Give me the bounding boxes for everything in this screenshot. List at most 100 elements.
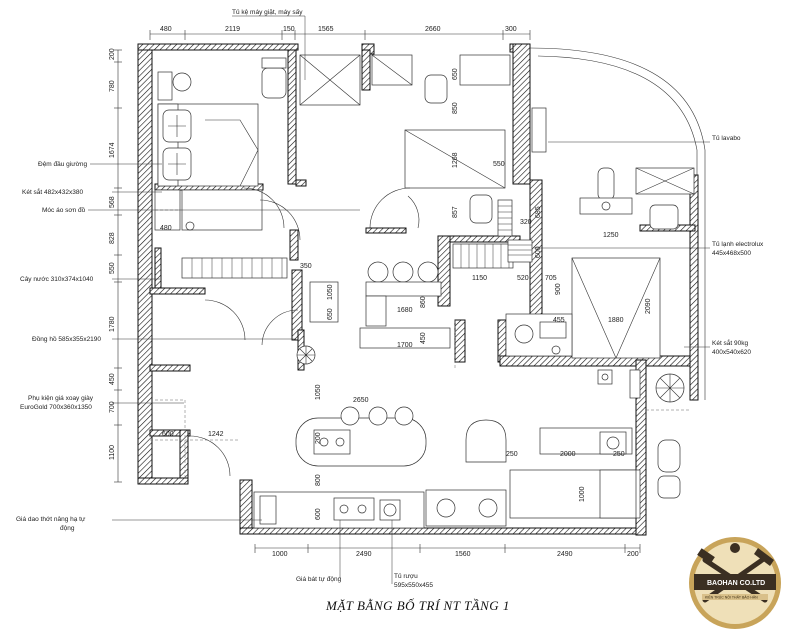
dim-650-a: 650 (452, 68, 459, 80)
dim-1150: 1150 (472, 275, 487, 282)
dim-860: 860 (420, 296, 427, 308)
label-water-dispenser: Cây nước 310x374x1040 (20, 276, 94, 283)
label-lavabo-cabinet: Tủ lavabo (712, 134, 741, 142)
label-coat-hook: Móc áo sơn đồ (42, 205, 86, 214)
armchair (465, 419, 507, 463)
dim-850: 850 (452, 102, 459, 114)
label-fridge-size: 445x468x500 (712, 250, 751, 257)
dim-685: 685 (535, 206, 542, 218)
company-logo: BAOHAN CO.LTD KIẾN TRÚC NỘI THẤT BẢO HÂN (689, 537, 781, 629)
label-shoe-rack-model: EuroGold 700x360x1350 (20, 404, 92, 411)
dim-left-5: 828 (109, 232, 116, 244)
study-area (505, 257, 685, 403)
label-dish-rack: Giá bát tự động (296, 576, 342, 583)
label-washer-cabinet: Tủ kệ máy giặt, máy sấy (232, 7, 303, 16)
dim-bottom-1: 1000 (272, 551, 288, 558)
dim-1268: 1268 (452, 152, 459, 168)
bedroom (154, 57, 287, 231)
island-stool-1 (340, 406, 360, 426)
dim-left-4: 568 (109, 196, 116, 208)
dim-top-1: 480 (160, 26, 172, 33)
curved-balcony-wall (529, 47, 706, 400)
plant-icon (655, 373, 685, 403)
dim-left-3: 1674 (109, 142, 116, 158)
label-headboard: Đệm đầu giường (38, 159, 87, 168)
label-safe-90kg: Két sắt 90kg (712, 338, 749, 347)
dim-600-a: 600 (535, 246, 542, 258)
dim-bottom-2: 2490 (356, 551, 372, 558)
bottom-dimension-line: 1000 2490 1560 2490 200 (254, 544, 641, 558)
dim-left-8: 450 (109, 373, 116, 385)
plant-icon (296, 345, 316, 365)
dim-350: 350 (300, 263, 312, 270)
dim-top-3: 150 (283, 26, 295, 33)
dim-2000: 2000 (560, 451, 576, 458)
dim-900: 900 (555, 283, 562, 295)
dim-455: 455 (553, 317, 565, 324)
dim-2650: 2650 (353, 397, 369, 404)
dim-1242: 1242 (208, 431, 224, 438)
dim-250-a: 250 (506, 451, 518, 458)
label-wine-cabinet-size: 595x550x455 (394, 582, 433, 589)
drawing-title: MẶT BẰNG BỐ TRÍ NT TẦNG 1 (325, 598, 510, 613)
island-stool-2 (368, 406, 388, 426)
dim-1250: 1250 (603, 232, 619, 239)
dim-1680: 1680 (397, 307, 413, 314)
inner-dimensions: 650 850 1268 550 857 320 685 600 1250 35… (160, 68, 652, 520)
dim-left-10: 1100 (109, 445, 116, 460)
dim-bottom-4: 2490 (557, 551, 573, 558)
dim-480: 480 (160, 225, 172, 232)
top-dimension-line: 480 2119 150 1565 2660 300 (149, 26, 531, 40)
dim-top-2: 2119 (225, 26, 240, 33)
dim-450: 450 (420, 332, 427, 344)
dim-1050-b: 1050 (315, 384, 322, 400)
dim-800: 800 (315, 474, 322, 486)
wash-chair (424, 74, 448, 104)
kitchen (253, 491, 425, 529)
dim-top-5: 2660 (425, 26, 441, 33)
bedroom-chair (261, 67, 287, 99)
label-shoe-rack: Phụ kiện giá xoay giày (28, 395, 94, 402)
island-stool-3 (394, 406, 414, 426)
dim-600-c: 600 (315, 508, 322, 520)
master-bath (531, 107, 695, 230)
logo-tagline: KIẾN TRÚC NỘI THẤT BẢO HÂN (705, 595, 758, 600)
dim-top-6: 300 (505, 26, 517, 33)
dim-857: 857 (452, 206, 459, 218)
dim-320: 320 (520, 219, 532, 226)
label-knife-rack: Giá dao thớt nâng hạ tự (16, 516, 86, 523)
toilet (597, 167, 615, 201)
dim-2090: 2090 (645, 298, 652, 314)
label-safe-90kg-size: 400x540x620 (712, 349, 751, 356)
label-safe-small: Két sắt 482x432x380 (22, 187, 83, 196)
living-room (295, 406, 690, 527)
dim-1700: 1700 (397, 342, 413, 349)
logo-name: BAOHAN CO.LTD (707, 580, 765, 587)
dim-left-6: 550 (109, 262, 116, 274)
label-wine-cabinet: Tủ rượu (394, 572, 418, 580)
dim-550: 550 (493, 161, 505, 168)
dim-200: 200 (315, 432, 322, 444)
vanity-chair (469, 194, 493, 224)
toilet (657, 439, 681, 473)
bar-stool-1 (367, 261, 389, 283)
label-fridge: Tủ lạnh electrolux (712, 240, 764, 248)
annotations: Tủ kệ máy giặt, máy sấy Tủ lavabo Tủ lạn… (16, 7, 764, 589)
bar-stool-3 (417, 261, 439, 283)
dim-1050-a: 1050 (327, 284, 334, 300)
dim-1880: 1880 (608, 317, 624, 324)
dining-counter-area (261, 261, 451, 371)
dim-bottom-5: 200 (627, 551, 639, 558)
left-dimension-line: 200 780 1674 568 828 550 1780 450 700 11… (109, 48, 122, 483)
dim-520: 520 (517, 275, 529, 282)
stairs (181, 239, 533, 279)
dim-left-1: 200 (109, 48, 116, 60)
dim-1000: 1000 (579, 486, 586, 502)
dim-left-9: 700 (109, 401, 116, 413)
dim-705: 705 (545, 275, 557, 282)
dim-250-b: 250 (613, 451, 625, 458)
label-knife-rack-2: động (60, 525, 75, 532)
dim-bottom-3: 1560 (455, 551, 471, 558)
dim-left-2: 780 (109, 80, 116, 92)
